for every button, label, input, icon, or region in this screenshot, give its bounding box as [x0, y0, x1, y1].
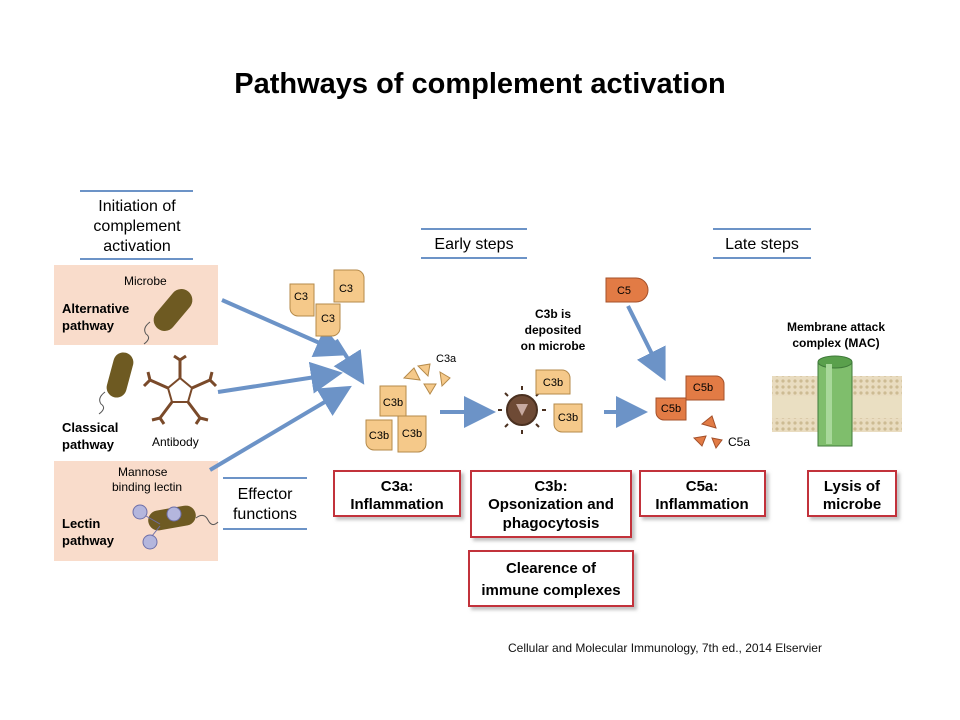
pathway-arrows — [208, 298, 666, 472]
c5b-molecule: C5b — [655, 397, 687, 421]
mannose-label-2: binding lectin — [112, 480, 182, 494]
effect-c3a-line-1: C3a: — [381, 478, 414, 495]
arrow-c3-cleavage — [333, 338, 365, 385]
effect-c3a-box: C3a: Inflammation — [333, 470, 461, 517]
mac-pore-icon — [817, 355, 853, 447]
lectin-label-1: Lectin — [62, 516, 100, 531]
effect-clearance-box: Clearence of immune complexes — [468, 550, 634, 607]
effect-c5a-box: C5a: Inflammation — [639, 470, 766, 517]
c5a-label: C5a — [728, 435, 750, 449]
effect-clearance-line-2: immune complexes — [481, 582, 620, 599]
c3a-label: C3a — [436, 353, 457, 365]
citation: Cellular and Molecular Immunology, 7th e… — [508, 641, 822, 655]
early-steps-header: Early steps — [421, 228, 527, 259]
svg-text:C3b: C3b — [543, 377, 563, 389]
c3b-molecule: C3b — [553, 403, 583, 433]
c3-molecule: C3 — [333, 269, 365, 303]
arrow-classical — [217, 361, 343, 394]
arrow-lectin — [208, 385, 352, 472]
antibody-label: Antibody — [152, 435, 199, 449]
svg-text:C5b: C5b — [693, 382, 713, 394]
effect-c5a-line-2: Inflammation — [655, 496, 748, 513]
effect-c3b-line-1: C3b: — [534, 478, 567, 495]
mac-line-1: Membrane attack — [787, 320, 885, 334]
initiation-line-3: activation — [103, 238, 171, 255]
c3b-molecule: C3b — [365, 419, 393, 451]
late-steps-label: Late steps — [725, 236, 799, 253]
alternative-pathway-panel: Alternative pathway Microbe — [54, 265, 218, 345]
svg-text:C3b: C3b — [369, 430, 389, 442]
effect-c5a-line-1: C5a: — [686, 478, 719, 495]
c3b-deposition: C3b is deposited on microbe C3b C3b — [498, 307, 586, 434]
svg-text:C5b: C5b — [661, 403, 681, 415]
svg-text:C3b: C3b — [558, 412, 578, 424]
effector-header: Effector functions — [223, 477, 307, 530]
classical-label-1: Classical — [62, 420, 118, 435]
effect-c3b-line-3: phagocytosis — [503, 515, 600, 532]
effect-c3b-box: C3b: Opsonization and phagocytosis — [470, 470, 632, 538]
microbe-with-c3b-icon — [498, 386, 546, 434]
c5b-molecules: C5b C5b — [655, 375, 725, 421]
effect-c3b-line-2: Opsonization and — [488, 496, 614, 513]
page-title: Pathways of complement activation — [234, 68, 726, 100]
microbe-bacterium-icon — [143, 289, 193, 345]
initiation-line-1: Initiation of — [98, 198, 176, 215]
effector-line-1: Effector — [238, 486, 294, 503]
c3-molecules: C3 C3 C3 — [289, 269, 365, 337]
c3-molecule: C3 — [289, 283, 315, 317]
svg-text:C3b: C3b — [402, 428, 422, 440]
early-steps-label: Early steps — [434, 236, 513, 253]
effect-lysis-line-1: Lysis of — [824, 478, 881, 495]
effect-clearance-line-1: Clearence of — [506, 560, 597, 577]
membrane-attack-complex: Membrane attack complex (MAC) — [772, 320, 902, 447]
svg-text:C3: C3 — [321, 313, 335, 325]
effect-c3a-line-2: Inflammation — [350, 496, 443, 513]
c3b-molecule: C3b — [379, 385, 407, 417]
mannose-label-1: Mannose — [118, 465, 168, 479]
c3-molecule: C3 — [315, 303, 341, 337]
arrow-c5-down — [626, 305, 666, 382]
c5-molecule: C5 — [605, 277, 649, 303]
svg-text:C3b: C3b — [383, 397, 403, 409]
classical-bacterium-icon — [98, 352, 134, 415]
late-steps-header: Late steps — [713, 228, 811, 259]
lectin-label-2: pathway — [62, 533, 115, 548]
antibody-pentamer-icon — [142, 354, 218, 425]
effect-lysis-line-2: microbe — [823, 496, 881, 513]
c5a-fragments: C5a — [692, 415, 750, 450]
alternative-label-1: Alternative — [62, 301, 129, 316]
initiation-header: Initiation of complement activation — [80, 190, 193, 260]
c3b-deposited-line-1: C3b is — [535, 307, 571, 321]
mannose-lectin-icon — [132, 504, 182, 550]
arrow-alternative — [221, 298, 348, 357]
effect-lysis-box: Lysis of microbe — [807, 470, 897, 517]
mac-line-2: complex (MAC) — [792, 336, 879, 350]
classical-pathway-panel: Classical pathway Antibody — [62, 352, 218, 452]
microbe-label: Microbe — [124, 274, 167, 288]
lectin-pathway-panel: Mannose binding lectin Lectin pathway — [54, 461, 219, 561]
c5b-molecule: C5b — [685, 375, 725, 401]
c3b-molecule: C3b — [535, 369, 571, 395]
c3b-deposited-line-2: deposited — [525, 323, 582, 337]
svg-text:C5: C5 — [617, 285, 631, 297]
c3b-deposited-line-3: on microbe — [521, 339, 586, 353]
effector-line-2: functions — [233, 506, 297, 523]
initiation-line-2: complement — [93, 218, 181, 235]
c3a-fragments: C3a — [402, 353, 457, 395]
svg-text:C3: C3 — [339, 283, 353, 295]
alternative-label-2: pathway — [62, 318, 115, 333]
c3b-fragments: C3b C3b C3b — [365, 385, 427, 453]
c3b-molecule: C3b — [397, 415, 427, 453]
svg-text:C3: C3 — [294, 291, 308, 303]
classical-label-2: pathway — [62, 437, 115, 452]
